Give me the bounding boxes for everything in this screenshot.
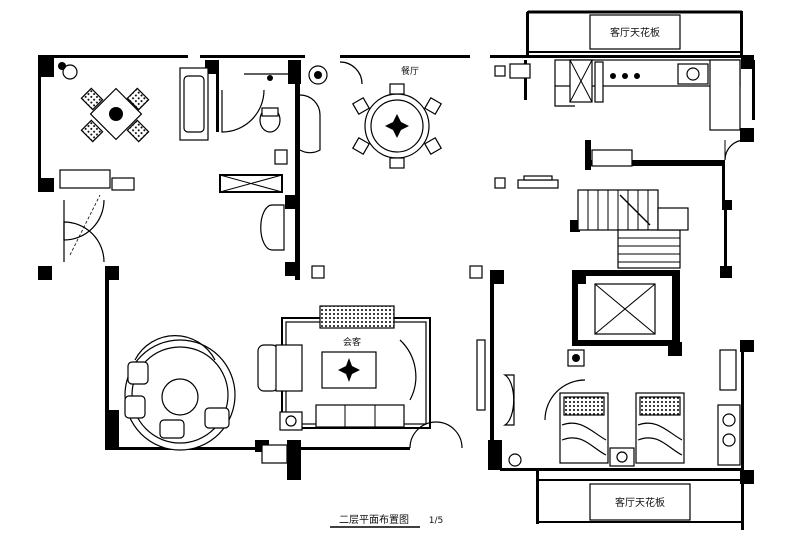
step-platform xyxy=(517,175,559,189)
top-bay: 客厅天花板 xyxy=(589,14,681,50)
bottom-bay: 客厅天花板 xyxy=(589,483,691,521)
elevator xyxy=(594,283,656,335)
dining-room-label: 餐厅 xyxy=(401,65,419,77)
dining-set: 餐厅 xyxy=(339,61,443,169)
living-room: 会客 xyxy=(257,305,515,449)
bottom-right-room-label: 客厅天花板 xyxy=(615,496,665,509)
bathroom xyxy=(179,65,328,251)
plan-caption: 二层平面布置图 xyxy=(339,514,409,526)
kitchen xyxy=(509,59,746,161)
round-table-set xyxy=(124,335,288,464)
staircase xyxy=(577,149,689,269)
plan-caption-group: 二层平面布置图 1/5 xyxy=(330,514,443,528)
plan-scale: 1/5 xyxy=(429,516,443,526)
left-entry-door xyxy=(59,169,135,263)
top-right-room-label: 客厅天花板 xyxy=(610,26,660,39)
lounge-table-set xyxy=(58,62,150,143)
interior-walls xyxy=(205,60,725,440)
living-room-label: 会客 xyxy=(343,336,361,348)
bedroom xyxy=(508,349,741,467)
